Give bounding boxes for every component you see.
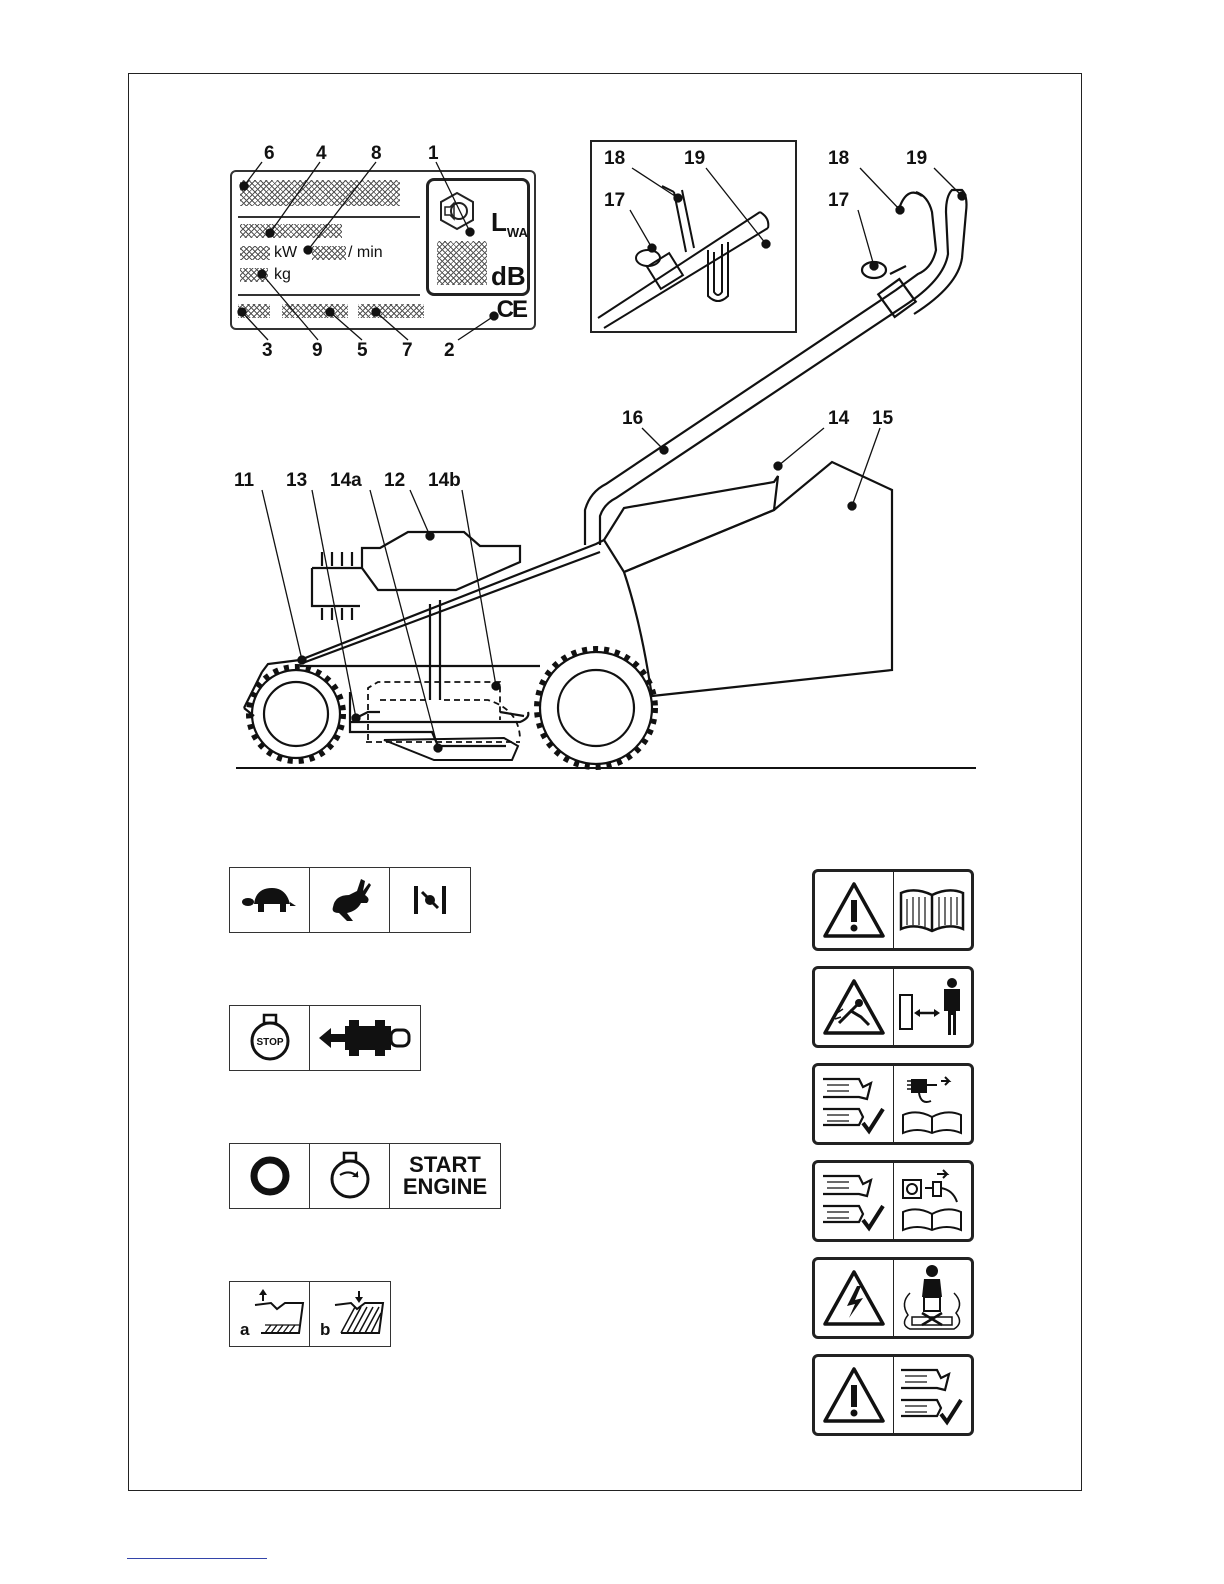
unplug-icon	[897, 1168, 967, 1234]
rabbit-icon	[325, 877, 375, 923]
bag-full-icon	[331, 1289, 387, 1339]
speed-symbols	[229, 867, 471, 933]
thrown-objects-icon	[821, 977, 887, 1037]
turtle-icon	[240, 882, 300, 918]
rabbit-cell	[310, 868, 390, 932]
keep-distance-icon	[896, 975, 968, 1039]
grass-bag-symbols: a b	[229, 1281, 391, 1347]
blade-check-icon-2	[819, 1168, 889, 1234]
lawnmower-drawing	[0, 0, 1224, 800]
stop-icon: STOP	[248, 1013, 292, 1063]
start-symbols: START ENGINE	[229, 1143, 501, 1209]
blade-check-icon	[819, 1071, 889, 1137]
cable-safety-icon	[896, 1263, 968, 1333]
throttle-icon	[410, 880, 450, 920]
start-engine-cell: START ENGINE	[390, 1144, 500, 1208]
electric-shock-icon	[821, 1268, 887, 1328]
svg-text:STOP: STOP	[256, 1037, 283, 1048]
drive-lever-icon	[315, 1016, 415, 1060]
warning-unplug	[812, 1160, 974, 1242]
bag-empty-icon	[251, 1289, 307, 1339]
blade-hazard-icon	[821, 1365, 887, 1425]
warning-blade-disconnect	[812, 1063, 974, 1145]
drive-lever-cell	[310, 1006, 420, 1070]
engine-icon	[328, 1151, 372, 1201]
off-cell	[230, 1144, 310, 1208]
warning-blade-hazard	[812, 1354, 974, 1436]
label-b: b	[320, 1320, 330, 1340]
stop-cell: STOP	[230, 1006, 310, 1070]
warning-triangle-icon	[821, 880, 887, 940]
blade-check-icon-3	[897, 1362, 967, 1428]
label-a: a	[240, 1320, 249, 1340]
warning-electric-shock	[812, 1257, 974, 1339]
warning-thrown-objects	[812, 966, 974, 1048]
throttle-cell	[390, 868, 470, 932]
warning-read-manual	[812, 869, 974, 951]
turtle-cell	[230, 868, 310, 932]
footer-rule	[127, 1558, 267, 1559]
bag-empty-cell: a	[230, 1282, 310, 1346]
read-manual-icon	[897, 885, 967, 935]
start-engine-label: START ENGINE	[403, 1154, 487, 1198]
stop-drive-symbols: STOP	[229, 1005, 421, 1071]
off-icon	[248, 1154, 292, 1198]
engine-cell	[310, 1144, 390, 1208]
blade-disconnect-icon	[897, 1071, 967, 1137]
bag-full-cell: b	[310, 1282, 390, 1346]
